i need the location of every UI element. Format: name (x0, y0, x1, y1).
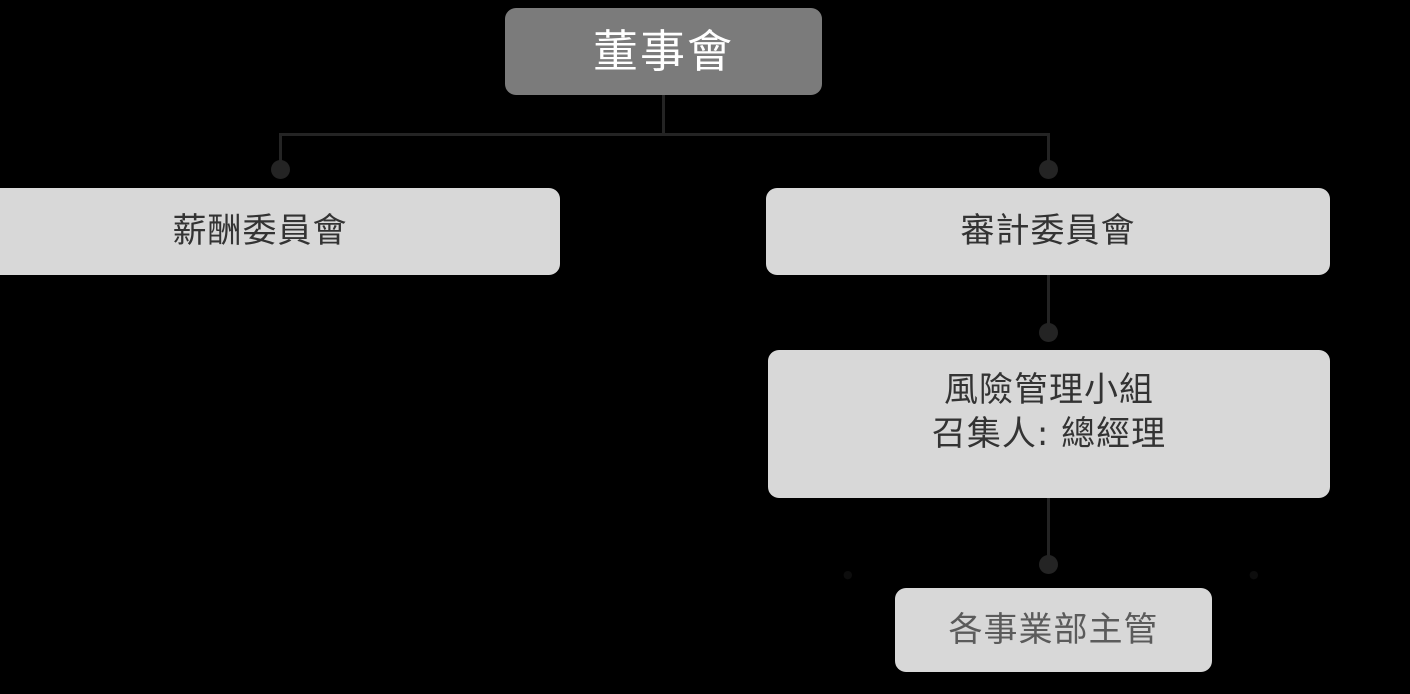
node-audit-committee-label: 審計委員會 (960, 211, 1136, 252)
node-board-label: 董事會 (592, 24, 734, 78)
node-risk-management-group-title: 風險管理小組 (944, 370, 1154, 410)
connector-board-to-compensation (279, 133, 282, 167)
connector-board-to-audit (1047, 133, 1050, 167)
node-business-unit-heads[interactable]: 各事業部主管 (895, 588, 1212, 672)
node-board[interactable]: 董事會 (505, 8, 822, 95)
node-compensation-committee-label: 薪酬委員會 (172, 211, 348, 252)
background-artifact-right: ● (1249, 568, 1259, 581)
connector-dot-units (1039, 555, 1058, 574)
node-risk-management-group[interactable]: 風險管理小組 召集人: 總經理 (768, 350, 1330, 498)
connector-board-stem (662, 95, 665, 135)
connector-board-bus (280, 133, 1049, 136)
node-business-unit-heads-label: 各事業部主管 (948, 609, 1159, 650)
connector-dot-audit (1039, 160, 1058, 179)
connector-dot-risk (1039, 323, 1058, 342)
connector-audit-to-risk (1047, 275, 1050, 333)
node-compensation-committee[interactable]: 薪酬委員會 (0, 188, 560, 275)
connector-risk-to-units (1047, 498, 1050, 566)
node-risk-management-group-convener: 召集人: 總經理 (931, 414, 1167, 455)
background-artifact-left: ● (843, 568, 853, 581)
node-audit-committee[interactable]: 審計委員會 (766, 188, 1330, 275)
connector-dot-compensation (271, 160, 290, 179)
